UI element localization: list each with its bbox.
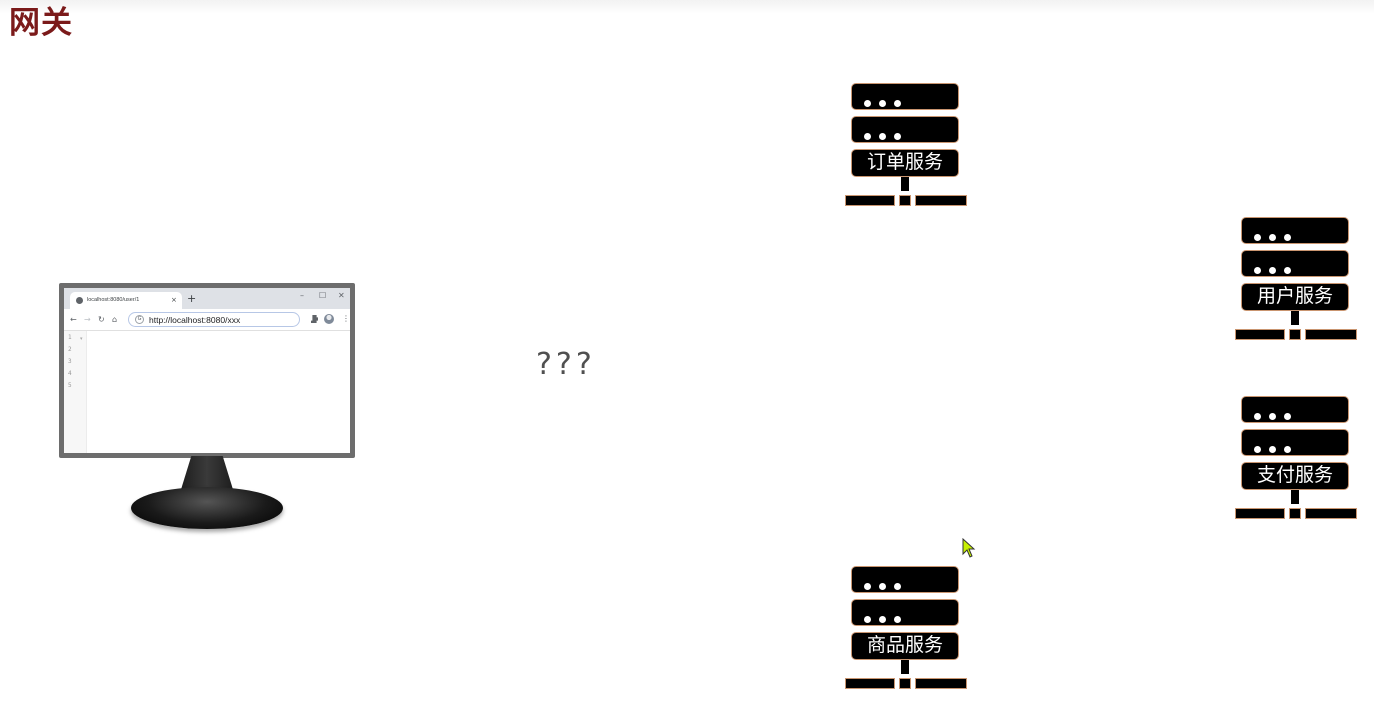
network-bar	[1289, 508, 1301, 519]
menu-icon[interactable]: ⋮	[342, 314, 350, 323]
server-rack-unit	[851, 566, 959, 593]
monitor-base	[131, 487, 283, 529]
fold-arrow-icon[interactable]: ▾	[80, 336, 83, 342]
server-rack-unit	[1241, 217, 1349, 244]
slide-title: 网关	[9, 5, 73, 41]
extensions-icon[interactable]	[311, 315, 318, 323]
network-connector	[901, 660, 909, 674]
reload-icon[interactable]: ↻	[98, 315, 105, 324]
network-connector	[1291, 490, 1299, 504]
address-url[interactable]: http://localhost:8080/xxx	[149, 315, 241, 325]
address-bar[interactable]: G http://localhost:8080/xxx	[128, 312, 300, 327]
network-bar	[845, 678, 895, 689]
network-bar	[915, 195, 967, 206]
server-rack-unit	[851, 599, 959, 626]
globe-icon	[76, 297, 83, 304]
back-icon[interactable]: ←	[70, 315, 77, 324]
line-number: 3	[68, 358, 72, 365]
monitor-bezel: localhost:8080/user/1 × + – ☐ ✕ ← → ↻ ⌂ …	[59, 283, 355, 458]
network-bar	[845, 195, 895, 206]
service-label: 支付服务	[1241, 462, 1349, 490]
close-window-button[interactable]: ✕	[338, 291, 345, 300]
profile-icon[interactable]	[324, 314, 334, 324]
tab-close-icon[interactable]: ×	[171, 296, 177, 304]
network-bar	[1289, 329, 1301, 340]
network-bar	[1305, 329, 1357, 340]
line-number: 2	[68, 346, 72, 353]
line-number: 1	[68, 334, 72, 341]
server-rack-unit	[1241, 396, 1349, 423]
server-rack-unit	[851, 116, 959, 143]
tab-title: localhost:8080/user/1	[87, 297, 140, 303]
server-payment-service: 支付服务	[1235, 396, 1357, 522]
server-product-service: 商品服务	[845, 566, 967, 692]
line-number: 4	[68, 370, 72, 377]
network-bar	[899, 195, 911, 206]
client-monitor: localhost:8080/user/1 × + – ☐ ✕ ← → ↻ ⌂ …	[59, 283, 355, 531]
service-label: 用户服务	[1241, 283, 1349, 311]
line-number-gutter: 1 ▾ 2 3 4 5	[64, 331, 87, 453]
network-connector	[901, 177, 909, 191]
network-bar	[1305, 508, 1357, 519]
server-order-service: 订单服务	[845, 83, 967, 209]
server-rack-unit	[1241, 250, 1349, 277]
search-engine-icon: G	[135, 315, 144, 324]
minimize-button[interactable]: –	[300, 291, 304, 300]
server-user-service: 用户服务	[1235, 217, 1357, 343]
line-number: 5	[68, 382, 72, 389]
browser-tabstrip: localhost:8080/user/1 × + – ☐ ✕	[64, 288, 350, 309]
top-bar	[0, 0, 1374, 14]
service-label: 订单服务	[851, 149, 959, 177]
browser-window: localhost:8080/user/1 × + – ☐ ✕ ← → ↻ ⌂ …	[64, 288, 350, 453]
server-rack-unit	[851, 83, 959, 110]
unknown-gateway-text: ???	[536, 347, 596, 382]
network-connector	[1291, 311, 1299, 325]
network-bar	[1235, 329, 1285, 340]
network-bar	[1235, 508, 1285, 519]
service-label: 商品服务	[851, 632, 959, 660]
page-content: 1 ▾ 2 3 4 5	[64, 331, 350, 453]
network-bar	[915, 678, 967, 689]
new-tab-button[interactable]: +	[187, 292, 197, 305]
browser-toolbar: ← → ↻ ⌂ G http://localhost:8080/xxx ⋮	[64, 309, 350, 331]
home-icon[interactable]: ⌂	[112, 315, 118, 324]
mouse-pointer-icon	[962, 538, 976, 558]
browser-tab[interactable]: localhost:8080/user/1 ×	[70, 292, 182, 309]
maximize-button[interactable]: ☐	[319, 291, 327, 300]
forward-icon[interactable]: →	[84, 315, 91, 324]
network-bar	[899, 678, 911, 689]
server-rack-unit	[1241, 429, 1349, 456]
